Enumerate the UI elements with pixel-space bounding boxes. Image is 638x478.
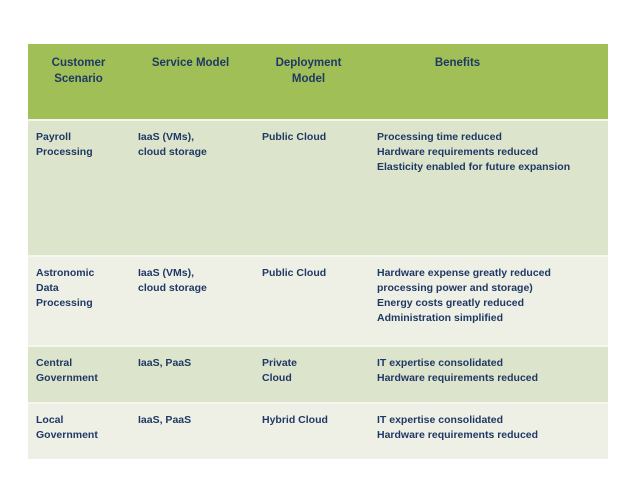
cell-deployment-model: Private Cloud xyxy=(252,345,365,403)
column-header-customer-scenario: Customer Scenario xyxy=(28,44,129,120)
benefit-item: IT expertise consolidated xyxy=(377,357,504,369)
column-header-service-model-line1: Service Model xyxy=(151,57,230,69)
cell-customer-scenario: Astronomic Data Processing xyxy=(28,255,129,346)
cell-customer-scenario-line1: Payroll xyxy=(36,131,72,143)
cell-customer-scenario-line3: Processing xyxy=(36,297,93,309)
cell-service-model: IaaS, PaaS xyxy=(129,402,252,459)
cell-customer-scenario: Payroll Processing xyxy=(28,119,129,256)
cell-deployment-model: Public Cloud xyxy=(252,119,365,256)
benefit-item: Hardware requirements reduced xyxy=(377,372,539,384)
cell-customer-scenario-line2: Government xyxy=(36,429,98,441)
cell-deployment-model-line1: Public Cloud xyxy=(262,267,327,279)
cell-service-model-line1: IaaS (VMs), xyxy=(138,131,195,143)
cell-benefits: Processing time reduced Hardware require… xyxy=(365,119,608,256)
benefit-item: Elasticity enabled for future expansion xyxy=(377,161,571,173)
customer-scenario-table-container: Customer Scenario Service Model Deployme… xyxy=(28,44,608,459)
cell-benefits: Hardware expense greatly reduced process… xyxy=(365,255,608,346)
column-header-service-model: Service Model xyxy=(129,44,252,120)
benefit-item: Hardware expense greatly reduced xyxy=(377,267,551,279)
cell-deployment-model-line1: Private xyxy=(262,357,298,369)
cell-customer-scenario-line1: Central xyxy=(36,357,73,369)
cloud-customer-scenario-table: Customer Scenario Service Model Deployme… xyxy=(28,44,608,459)
cell-customer-scenario-line2: Data xyxy=(36,282,59,294)
cell-service-model-line2: cloud storage xyxy=(138,146,207,158)
table-row: Central Government IaaS, PaaS Private Cl… xyxy=(28,345,608,403)
benefit-item: Hardware requirements reduced xyxy=(377,429,539,441)
benefit-item: Energy costs greatly reduced xyxy=(377,297,525,309)
cell-benefits: IT expertise consolidated Hardware requi… xyxy=(365,345,608,403)
cell-customer-scenario-line1: Astronomic xyxy=(36,267,95,279)
table-row: Local Government IaaS, PaaS Hybrid Cloud… xyxy=(28,402,608,459)
cell-customer-scenario: Local Government xyxy=(28,402,129,459)
column-header-benefits-line1: Benefits xyxy=(434,57,481,69)
cell-customer-scenario-line2: Processing xyxy=(36,146,93,158)
cell-service-model-line1: IaaS, PaaS xyxy=(138,414,192,426)
benefit-item: IT expertise consolidated xyxy=(377,414,504,426)
cell-customer-scenario-line2: Government xyxy=(36,372,98,384)
cell-service-model-line1: IaaS, PaaS xyxy=(138,357,192,369)
benefit-item: Processing time reduced xyxy=(377,131,502,143)
benefit-item: processing power and storage) xyxy=(377,282,533,294)
cell-benefits: IT expertise consolidated Hardware requi… xyxy=(365,402,608,459)
cell-customer-scenario-line1: Local xyxy=(36,414,64,426)
cell-service-model: IaaS (VMs), cloud storage xyxy=(129,255,252,346)
table-row: Astronomic Data Processing IaaS (VMs), c… xyxy=(28,255,608,346)
benefit-item: Hardware requirements reduced xyxy=(377,146,539,158)
table-header: Customer Scenario Service Model Deployme… xyxy=(28,44,608,120)
column-header-customer-scenario-line1: Customer xyxy=(51,57,106,69)
cell-deployment-model-line2: Cloud xyxy=(262,372,292,384)
table-header-row: Customer Scenario Service Model Deployme… xyxy=(28,44,608,120)
cell-deployment-model: Public Cloud xyxy=(252,255,365,346)
cell-deployment-model-line1: Public Cloud xyxy=(262,131,327,143)
cell-deployment-model-line1: Hybrid Cloud xyxy=(262,414,328,426)
cell-customer-scenario: Central Government xyxy=(28,345,129,403)
table-body: Payroll Processing IaaS (VMs), cloud sto… xyxy=(28,119,608,459)
column-header-customer-scenario-line2: Scenario xyxy=(54,73,103,85)
cell-deployment-model: Hybrid Cloud xyxy=(252,402,365,459)
cell-service-model: IaaS (VMs), cloud storage xyxy=(129,119,252,256)
column-header-deployment-model-line1: Deployment xyxy=(275,57,342,69)
column-header-deployment-model-line2: Model xyxy=(291,73,326,85)
cell-service-model-line1: IaaS (VMs), xyxy=(138,267,195,279)
cell-service-model-line2: cloud storage xyxy=(138,282,207,294)
benefit-item: Administration simplified xyxy=(377,312,504,324)
column-header-benefits: Benefits xyxy=(365,44,608,120)
cell-service-model: IaaS, PaaS xyxy=(129,345,252,403)
table-row: Payroll Processing IaaS (VMs), cloud sto… xyxy=(28,119,608,256)
column-header-deployment-model: Deployment Model xyxy=(252,44,365,120)
